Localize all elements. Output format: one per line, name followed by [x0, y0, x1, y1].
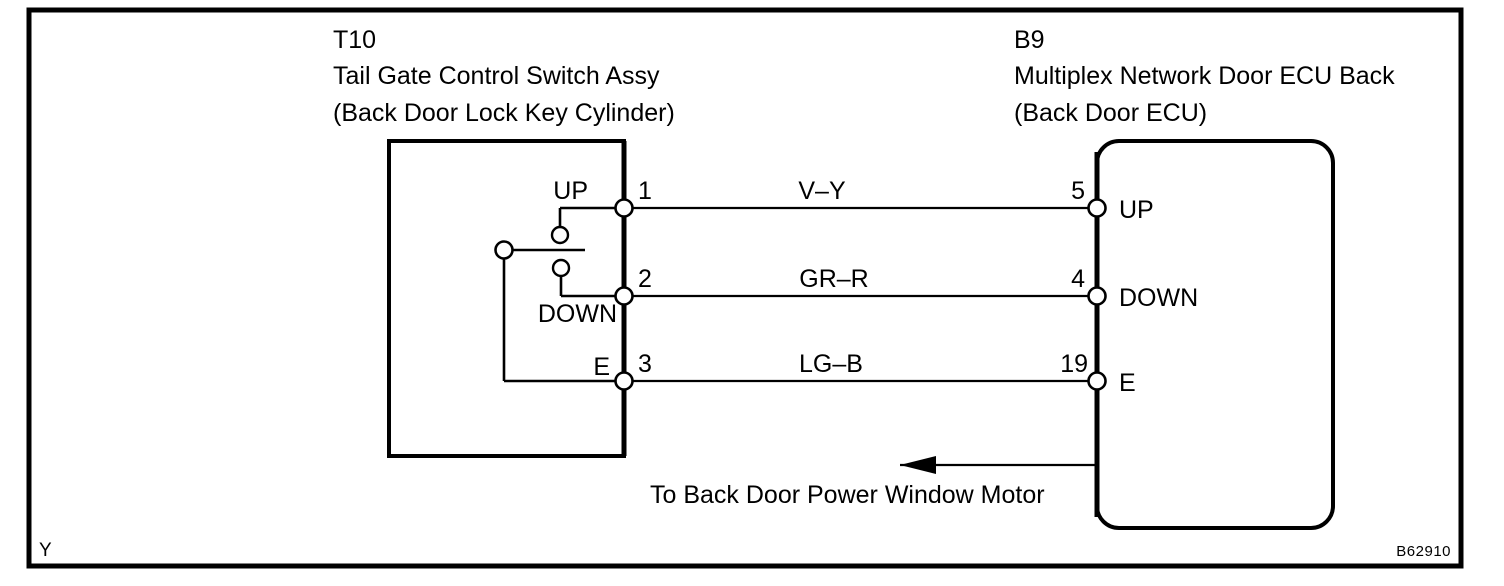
left-terminal-label-e: E: [593, 353, 610, 381]
left-pin-number-3: 3: [638, 350, 652, 378]
wire-label-1: V–Y: [798, 177, 846, 205]
right-pin-number-5: 5: [1071, 177, 1085, 205]
terminal-nodes: [614, 198, 1107, 391]
right-connector-id: B9: [1014, 26, 1045, 54]
switch-common-pole-node: [494, 240, 514, 260]
left-component-subtitle: (Back Door Lock Key Cylinder): [333, 99, 675, 127]
right-component-subtitle: (Back Door ECU): [1014, 99, 1207, 127]
left-component-box: [387, 139, 627, 458]
arrow-left-icon: [900, 456, 936, 474]
motor-branch-label: To Back Door Power Window Motor: [650, 481, 1045, 509]
right-terminal-label-down: DOWN: [1119, 284, 1198, 312]
corner-mark: Y: [39, 540, 52, 561]
figure-border: [26, 7, 1464, 569]
figure-code: B62910: [1396, 543, 1451, 560]
harness-wires: [624, 206, 1097, 383]
switch-up-contact-node: [550, 225, 570, 245]
left-terminal-node-3: [614, 371, 634, 391]
right-pin-number-4: 4: [1071, 265, 1085, 293]
left-pin-number-1: 1: [638, 177, 652, 205]
right-pin-number-19: 19: [1060, 350, 1088, 378]
switch-down-contact-node: [551, 258, 571, 278]
right-terminal-node-4: [1087, 286, 1107, 306]
right-component-name: Multiplex Network Door ECU Back: [1014, 62, 1395, 90]
motor-branch: [900, 456, 1097, 474]
left-terminal-node-2: [614, 286, 634, 306]
right-terminal-node-19: [1087, 371, 1107, 391]
left-terminal-node-1: [614, 198, 634, 218]
right-terminal-label-up: UP: [1119, 196, 1154, 224]
right-terminal-node-5: [1087, 198, 1107, 218]
left-terminal-label-down: DOWN: [538, 300, 617, 328]
wire-label-3: LG–B: [799, 350, 863, 378]
wire-label-2: GR–R: [799, 265, 868, 293]
left-connector-id: T10: [333, 26, 376, 54]
right-terminal-label-e: E: [1119, 369, 1136, 397]
left-component-name: Tail Gate Control Switch Assy: [333, 62, 660, 90]
switch-internal-wiring: [494, 206, 624, 383]
left-terminal-label-up: UP: [553, 177, 588, 205]
left-pin-number-2: 2: [638, 265, 652, 293]
